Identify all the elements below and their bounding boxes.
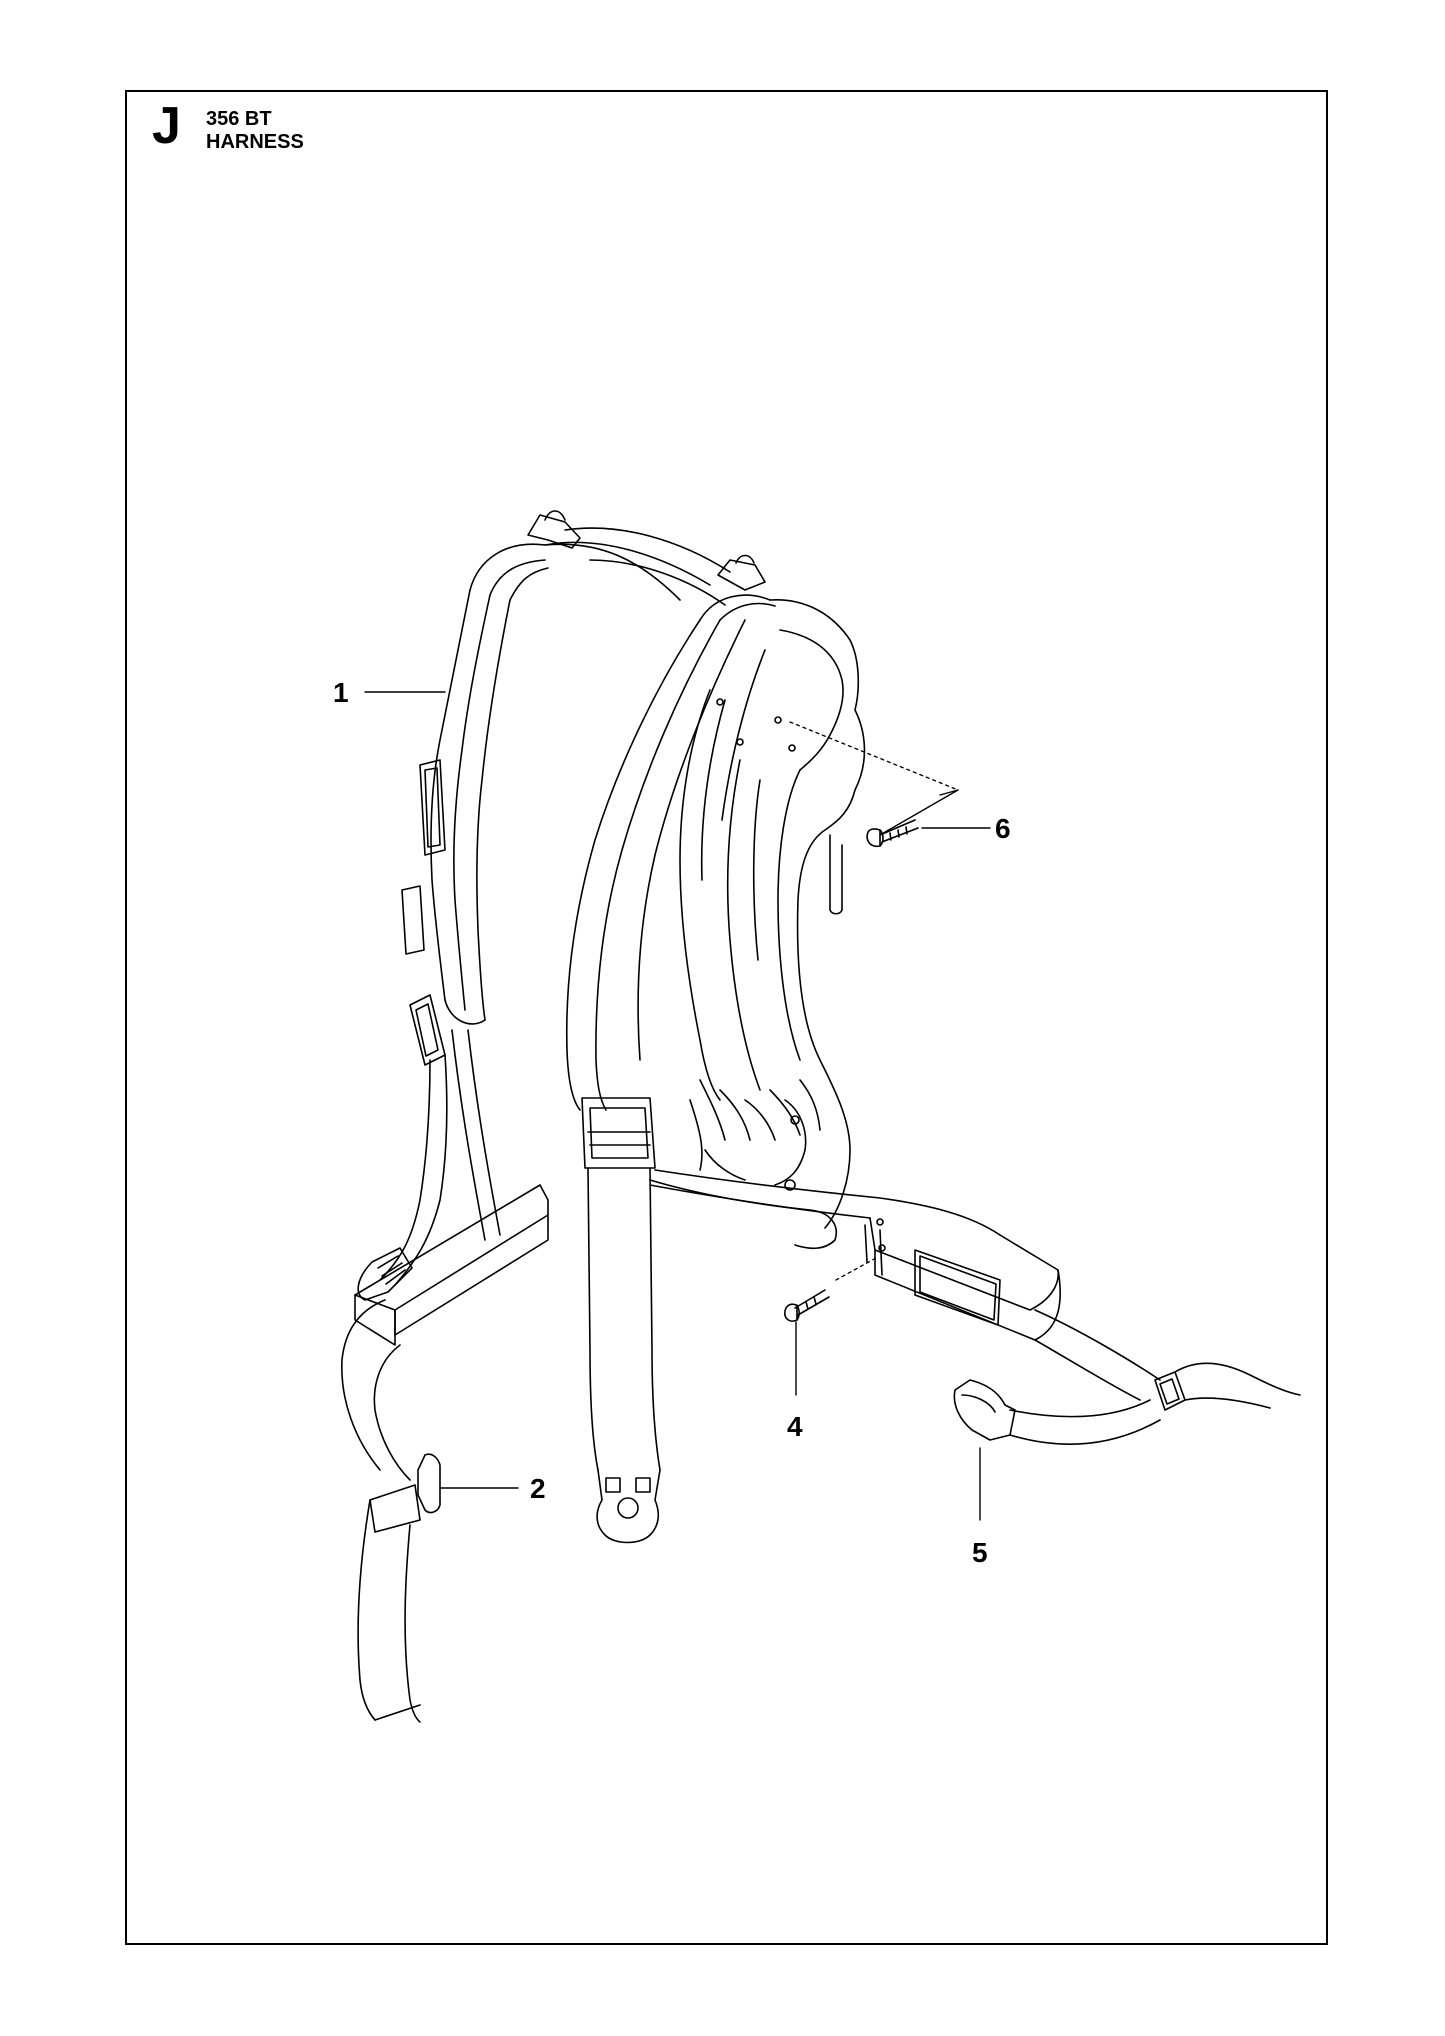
- page-title: HARNESS: [206, 131, 304, 153]
- left-hip-belt: [341, 1184, 549, 1723]
- yoke: [544, 527, 731, 606]
- hip-buckle-part: [953, 1379, 1161, 1446]
- callout-2: 2: [530, 1473, 546, 1504]
- callout-4: 4: [787, 1411, 803, 1442]
- back-pad: [649, 599, 866, 1250]
- callout-5: 5: [972, 1537, 988, 1568]
- callout-6: 6: [995, 813, 1011, 844]
- model-name: 356 BT: [206, 108, 272, 130]
- drawing-frame: [125, 90, 1328, 1945]
- assembly-guides: [789, 721, 959, 1281]
- callout-1: 1: [333, 677, 349, 708]
- screw-part-4: [783, 1289, 830, 1322]
- screw-part-6: [866, 819, 919, 848]
- title-block: 356 BT HARNESS: [206, 108, 304, 154]
- right-shoulder-strap: [565, 554, 776, 1544]
- section-letter: J: [152, 97, 181, 155]
- hip-belt: [649, 1169, 1301, 1411]
- left-shoulder-strap: [357, 510, 681, 1301]
- leader-lines: [364, 691, 991, 1521]
